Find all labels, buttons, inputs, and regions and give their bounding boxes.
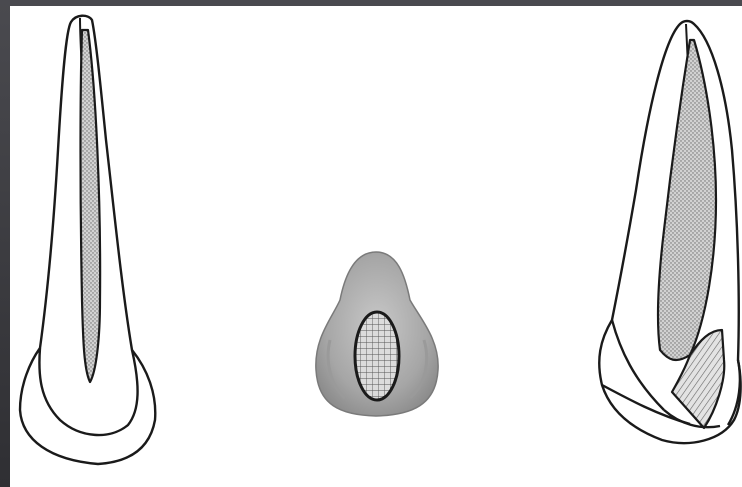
access-cavity xyxy=(355,312,399,400)
left-tooth xyxy=(20,16,155,464)
dental-diagram xyxy=(10,6,742,487)
diagram-canvas xyxy=(10,6,742,487)
middle-crown-view xyxy=(316,252,438,416)
right-tooth xyxy=(599,21,740,443)
